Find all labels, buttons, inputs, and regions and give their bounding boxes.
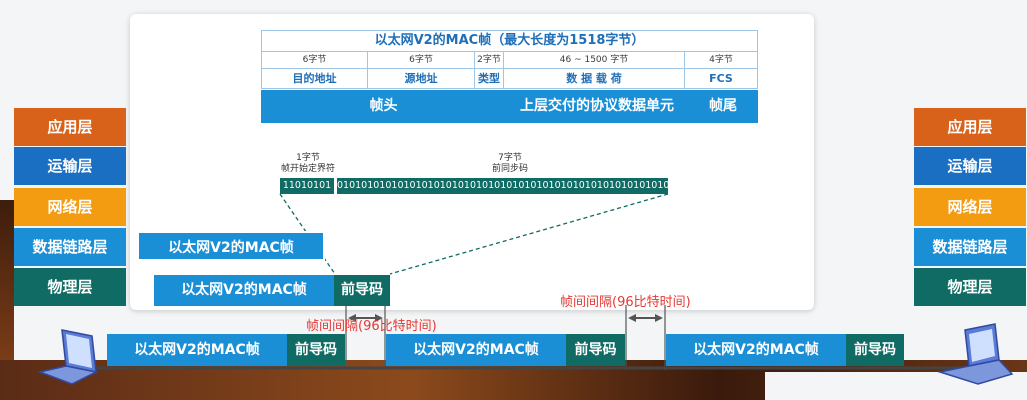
frame-part-head: 帧头 bbox=[369, 98, 398, 114]
field-name-fcs: FCS bbox=[684, 68, 758, 89]
sync-connector-line bbox=[389, 193, 669, 275]
left-layer-transport: 运输层 bbox=[14, 147, 126, 185]
wire-frame-3-mac: 以太网V2的MAC帧 bbox=[666, 334, 846, 366]
gap1-arrow-left-head bbox=[348, 314, 356, 322]
left-layer-application: 应用层 bbox=[14, 108, 126, 146]
gap2-arrow-left-head bbox=[628, 314, 636, 322]
right-layer-application: 应用层 bbox=[914, 108, 1026, 146]
interframe-gap-label-1: 帧间间隔(96比特时间) bbox=[306, 319, 437, 334]
frame-part-tail: 帧尾 bbox=[709, 98, 737, 114]
sfd-connector-line bbox=[279, 193, 336, 275]
frame-part-payload: 上层交付的协议数据单元 bbox=[520, 98, 674, 114]
sync-size: 7字节 bbox=[498, 153, 522, 163]
left-laptop-icon bbox=[37, 329, 99, 385]
wire-frame-2-mac: 以太网V2的MAC帧 bbox=[386, 334, 566, 366]
frame-field-sizes: 6字节 6字节 2字节 46 ~ 1500 字节 4字节 bbox=[261, 51, 758, 69]
frame-parts: 帧头 上层交付的协议数据单元 帧尾 bbox=[261, 90, 758, 123]
frame-field-names: 目的地址 源地址 类型 数 据 载 荷 FCS bbox=[261, 68, 758, 89]
interframe-gap-label-2: 帧间间隔(96比特时间) bbox=[560, 295, 691, 310]
sfd-name: 帧开始定界符 bbox=[280, 164, 335, 174]
right-laptop-icon bbox=[937, 323, 1014, 385]
wire-frame-2-preamble: 前导码 bbox=[566, 334, 625, 366]
field-name-dest: 目的地址 bbox=[261, 68, 368, 89]
sync-bits: 0101010101010101010101010101010101010101… bbox=[337, 178, 668, 194]
sync-name: 前同步码 bbox=[491, 164, 528, 174]
right-layer-network: 网络层 bbox=[914, 188, 1026, 226]
datalink-mac-frame: 以太网V2的MAC帧 bbox=[137, 231, 325, 261]
physical-preamble: 前导码 bbox=[334, 275, 390, 306]
sync-label: 7字节 前同步码 bbox=[470, 153, 550, 175]
wire-frame-1-mac: 以太网V2的MAC帧 bbox=[107, 334, 287, 366]
right-layer-transport: 运输层 bbox=[914, 147, 1026, 185]
left-layer-network: 网络层 bbox=[14, 188, 126, 226]
wire-frame-1-preamble: 前导码 bbox=[287, 334, 345, 366]
field-name-type: 类型 bbox=[474, 68, 504, 89]
physical-mac-frame: 以太网V2的MAC帧 bbox=[154, 275, 334, 306]
left-layer-physical: 物理层 bbox=[14, 268, 126, 306]
sfd-label: 1字节 帧开始定界符 bbox=[276, 153, 340, 175]
gap1-arrow-right-head bbox=[375, 314, 383, 322]
gap2-arrow-right-head bbox=[655, 314, 663, 322]
wire-frame-3-preamble: 前导码 bbox=[846, 334, 904, 366]
sfd-size: 1字节 bbox=[296, 153, 320, 163]
background-photo-left bbox=[0, 200, 14, 360]
right-layer-datalink: 数据链路层 bbox=[914, 228, 1026, 266]
right-layer-physical: 物理层 bbox=[914, 268, 1026, 306]
sfd-bits: 11010101 bbox=[280, 178, 334, 194]
field-name-payload: 数 据 载 荷 bbox=[503, 68, 685, 89]
left-layer-datalink: 数据链路层 bbox=[14, 228, 126, 266]
